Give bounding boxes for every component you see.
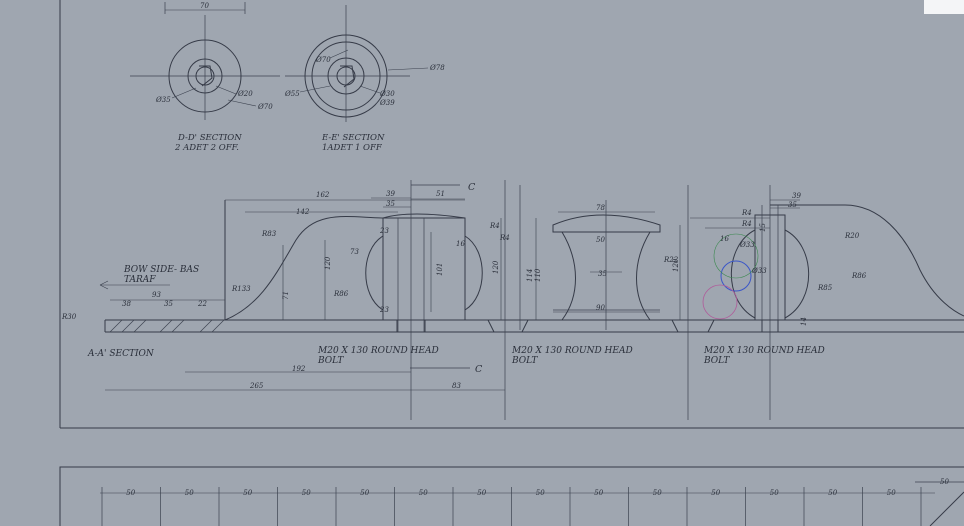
svg-text:162: 162 <box>316 191 330 199</box>
svg-text:Ø78: Ø78 <box>429 64 445 72</box>
ee-section-title: E-E' SECTION <box>321 133 385 143</box>
svg-text:120: 120 <box>672 258 680 272</box>
svg-text:Ø39: Ø39 <box>379 99 395 107</box>
dd-section-qty: 2 ADET 2 OFF. <box>174 143 239 153</box>
svg-text:R4: R4 <box>741 220 752 228</box>
svg-text:Ø35: Ø35 <box>155 96 171 104</box>
corner-overlay <box>924 0 964 14</box>
svg-text:35: 35 <box>386 200 395 208</box>
svg-text:Ø70: Ø70 <box>257 103 273 111</box>
lower-sheet-frame <box>59 466 964 526</box>
svg-text:39: 39 <box>792 192 801 200</box>
svg-text:R4: R4 <box>499 234 510 242</box>
svg-text:16: 16 <box>720 235 729 243</box>
svg-text:265: 265 <box>249 382 264 390</box>
svg-text:R4: R4 <box>741 209 752 217</box>
bolt-note-1b: BOLT <box>317 356 344 366</box>
svg-text:16: 16 <box>456 240 465 248</box>
svg-text:22: 22 <box>197 300 207 308</box>
svg-text:14: 14 <box>800 317 808 326</box>
construction-circle-blue <box>720 260 752 292</box>
svg-text:192: 192 <box>292 365 306 373</box>
dd-section-view: 70 Ø35 Ø20 Ø70 D-D' SECTION 2 ADET 2 OFF… <box>130 2 280 153</box>
bolt-note-3b: BOLT <box>703 356 730 366</box>
svg-text:15: 15 <box>759 223 767 232</box>
bow-side-label: BOW SIDE- BAS <box>123 265 199 275</box>
svg-text:R22: R22 <box>663 256 679 264</box>
svg-text:35: 35 <box>788 201 797 209</box>
svg-text:142: 142 <box>296 208 310 216</box>
svg-text:R86: R86 <box>851 272 867 280</box>
svg-text:71: 71 <box>282 291 290 300</box>
svg-text:120: 120 <box>324 256 332 270</box>
svg-text:90: 90 <box>596 304 605 312</box>
svg-text:35: 35 <box>598 270 607 278</box>
svg-text:23: 23 <box>379 306 389 314</box>
svg-text:Ø30: Ø30 <box>379 90 395 98</box>
dd-section-title: D-D' SECTION <box>177 133 242 143</box>
svg-text:78: 78 <box>596 204 605 212</box>
ee-section-qty: 1ADET 1 OFF <box>322 143 383 153</box>
bolt-note-2b: BOLT <box>511 356 538 366</box>
bolt-note-1: M20 X 130 ROUND HEAD <box>317 346 439 356</box>
svg-text:114: 114 <box>526 269 534 282</box>
dim-70-top: 70 <box>200 2 209 10</box>
svg-text:R4: R4 <box>489 222 500 230</box>
svg-text:73: 73 <box>350 248 359 256</box>
lower-frame-diagonal <box>929 491 964 526</box>
svg-text:Ø33: Ø33 <box>739 241 755 249</box>
svg-text:101: 101 <box>436 263 444 276</box>
svg-text:R30: R30 <box>61 313 77 321</box>
bow-side-label-2: TARAF <box>124 275 156 285</box>
svg-text:R85: R85 <box>817 284 833 292</box>
aa-section-view <box>104 180 964 420</box>
svg-text:Ø70: Ø70 <box>315 56 331 64</box>
bolt-note-2: M20 X 130 ROUND HEAD <box>511 346 633 356</box>
svg-text:R20: R20 <box>844 232 860 240</box>
svg-text:23: 23 <box>379 227 389 235</box>
svg-text:120: 120 <box>492 260 500 274</box>
svg-text:39: 39 <box>386 190 395 198</box>
svg-text:Ø20: Ø20 <box>237 90 253 98</box>
svg-text:51: 51 <box>436 190 445 198</box>
svg-text:50: 50 <box>596 236 605 244</box>
svg-text:83: 83 <box>452 382 461 390</box>
cut-c-bottom: C <box>475 364 483 375</box>
construction-circle-magenta <box>702 284 738 320</box>
svg-text:35: 35 <box>164 300 173 308</box>
bolt-note-3: M20 X 130 ROUND HEAD <box>703 346 825 356</box>
svg-text:R86: R86 <box>333 290 349 298</box>
svg-text:R133: R133 <box>231 285 251 293</box>
svg-text:Ø33: Ø33 <box>751 267 767 275</box>
cut-c-top: C <box>468 182 476 193</box>
aa-dimensions <box>99 184 800 391</box>
construction-circle-green <box>713 233 759 279</box>
svg-text:38: 38 <box>122 300 131 308</box>
ee-section-view: Ø70 Ø78 Ø55 Ø30 Ø39 E-E' SECTION 1ADET 1… <box>284 5 445 153</box>
svg-text:93: 93 <box>152 291 161 299</box>
svg-text:Ø55: Ø55 <box>284 90 300 98</box>
svg-text:50: 50 <box>940 478 949 486</box>
svg-text:R83: R83 <box>261 230 277 238</box>
svg-text:110: 110 <box>534 268 542 282</box>
aa-section-title: A-A' SECTION <box>87 349 155 359</box>
